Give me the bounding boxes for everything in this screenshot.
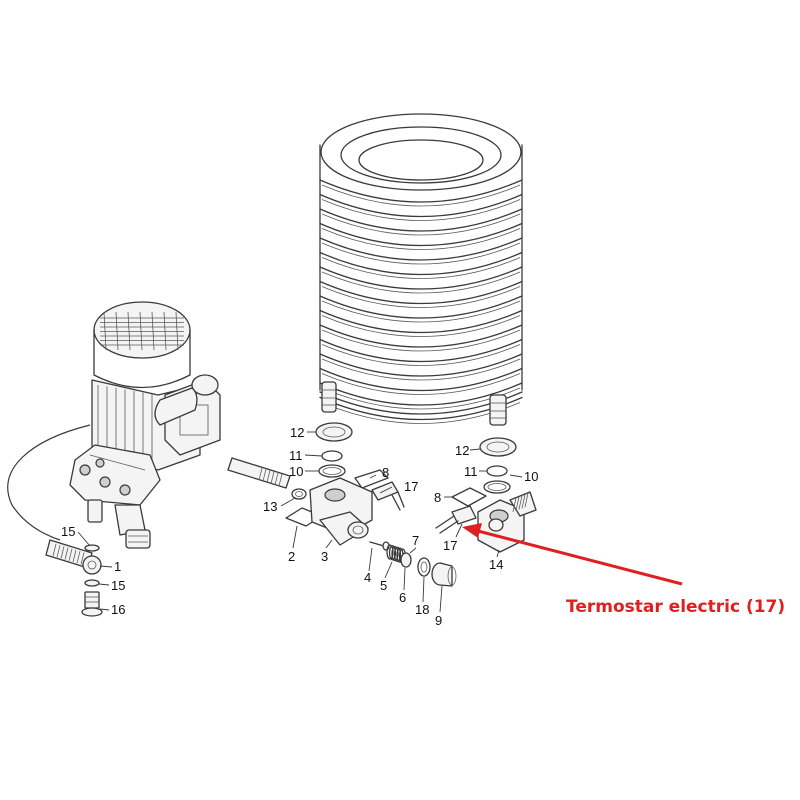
callout-10-right: 10	[524, 469, 538, 484]
callout-9: 9	[435, 613, 442, 628]
clip-8-right	[451, 487, 487, 507]
o-ring-18	[417, 557, 431, 577]
callout-12-left: 12	[290, 425, 304, 440]
heating-coil	[319, 113, 523, 426]
motor-pump-assembly	[69, 301, 221, 549]
connection-pipe	[227, 457, 291, 489]
clip-8-left	[354, 469, 389, 489]
callout-6: 6	[399, 590, 406, 605]
banjo-fitting	[45, 539, 102, 575]
callout-14: 14	[489, 557, 503, 572]
seal-ring-6	[400, 552, 412, 568]
callout-17-right: 17	[443, 538, 457, 553]
callout-15-top: 15	[61, 524, 75, 539]
thermostat-sensor-left	[371, 481, 405, 511]
highlight-arrow	[462, 523, 683, 586]
callout-8-right: 8	[434, 490, 441, 505]
callout-12-right: 12	[455, 443, 469, 458]
o-ring-11-left	[321, 450, 343, 462]
callout-10-left: 10	[289, 464, 303, 479]
banjo-bolt	[81, 591, 103, 617]
leader-lines	[77, 431, 523, 613]
callout-7: 7	[412, 533, 419, 548]
flange-seal-left	[315, 422, 353, 442]
callout-18: 18	[415, 602, 429, 617]
valve-block-left	[309, 477, 373, 546]
callout-17-left: 17	[404, 479, 418, 494]
callout-13: 13	[263, 499, 277, 514]
pressure-hose	[7, 424, 91, 541]
washer-bottom	[84, 579, 100, 587]
callout-16: 16	[111, 602, 125, 617]
callout-labels: 12 11 10 13 2 3 8 17 4 5 6 7 18 9 12 11 …	[61, 425, 538, 628]
thermostat-sensor-right	[435, 505, 477, 534]
callout-8-left: 8	[382, 465, 389, 480]
callout-3: 3	[321, 549, 328, 564]
callout-11-right: 11	[464, 464, 478, 479]
valve-pin-4	[369, 541, 390, 551]
callout-5: 5	[380, 578, 387, 593]
callout-4: 4	[364, 570, 371, 585]
callout-2: 2	[288, 549, 295, 564]
plug-9	[431, 562, 457, 587]
annotation-label: Termostar electric (17)	[566, 597, 786, 617]
callout-11-left: 11	[289, 448, 303, 463]
o-ring-11-right	[486, 465, 508, 477]
flange-seal-right	[479, 437, 517, 457]
o-ring-13	[291, 488, 307, 500]
washer-top	[84, 544, 100, 552]
callout-1: 1	[114, 559, 121, 574]
callout-15-bottom: 15	[111, 578, 125, 593]
spring-5	[386, 544, 407, 564]
o-ring-10-right	[483, 480, 511, 494]
